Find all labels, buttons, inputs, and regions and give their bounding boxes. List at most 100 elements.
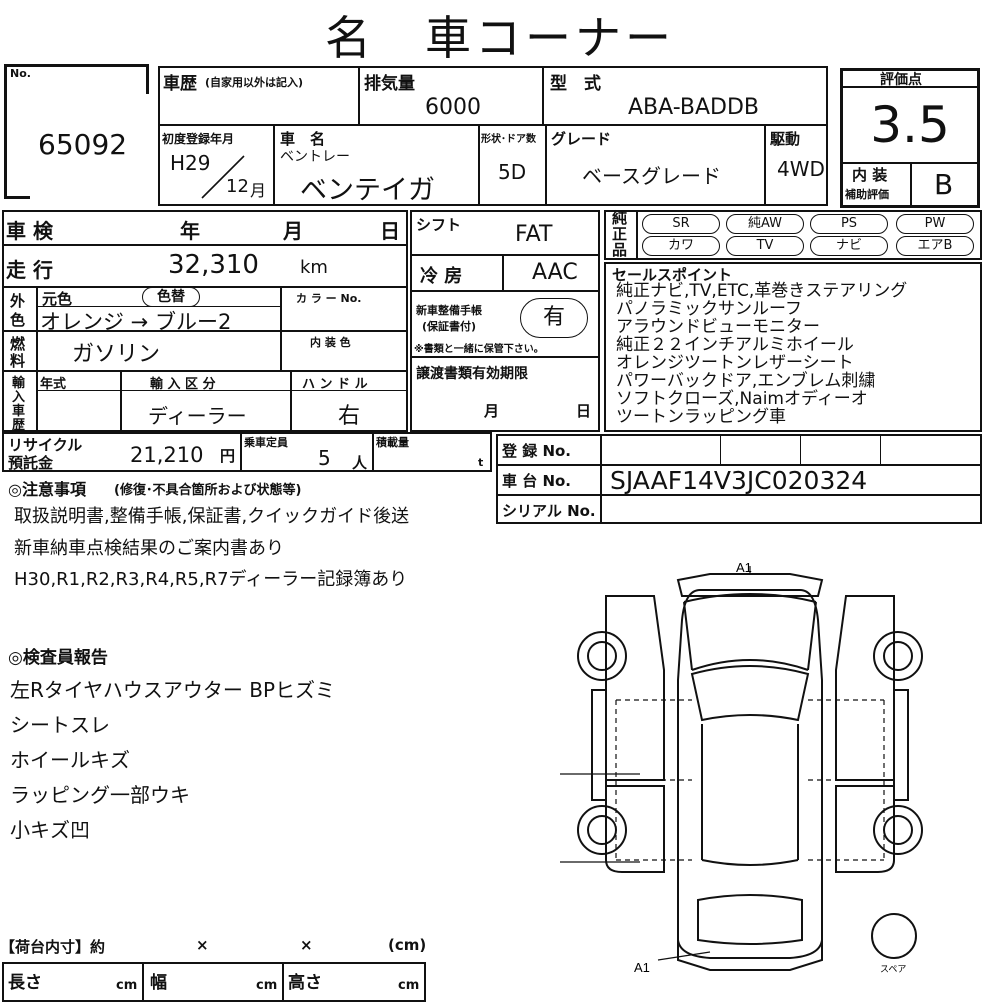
sales-line: ツートンラッピング車 — [616, 407, 786, 427]
displacement-label: 排気量 — [364, 74, 415, 94]
score-label: 評価点 — [880, 72, 922, 88]
inspector-line: ラッピング一部ウキ — [10, 783, 190, 807]
doors-label: 形状･ドア数 — [481, 134, 536, 145]
inspector-line: 左Rタイヤハウスアウター BPヒズミ — [10, 678, 336, 702]
transfer-label: 譲渡書類有効期限 — [416, 366, 528, 382]
chassis-value: SJAAF14V3JC020324 — [610, 466, 868, 495]
interior-label: 内 装 — [852, 166, 888, 184]
grade-label: グレード — [551, 130, 612, 148]
capacity-label: 乗車定員 — [244, 436, 288, 449]
sales-line: アラウンドビューモニター — [616, 317, 820, 337]
orig-color-label: 元色 — [42, 290, 73, 308]
front-bumper — [676, 573, 824, 597]
mileage-label: 走 行 — [6, 258, 53, 282]
cargo-height-label: 高さ — [288, 973, 322, 993]
genuine-item: TV — [726, 236, 804, 256]
header-grid — [158, 66, 828, 206]
recycle-label-2: 預託金 — [8, 454, 54, 472]
car-diagram: A1 W3 W3 A1 スペア — [560, 560, 923, 975]
mark-a1-rear: A1 — [634, 960, 650, 975]
inspector-label: ◎検査員報告 — [8, 648, 108, 668]
lot-number: 65092 — [38, 128, 128, 161]
genuine-item: PW — [896, 214, 974, 234]
cargo-width-label: 幅 — [150, 973, 167, 993]
page-title: 名 車コーナー — [325, 11, 675, 65]
import-label-1: 輸 — [12, 376, 26, 391]
first-reg-month: 12 — [226, 176, 249, 197]
shift-label: シフト — [416, 216, 462, 234]
car-name-sub: ベントレー — [280, 149, 350, 165]
mileage-unit: km — [300, 257, 328, 278]
sales-line: パワーバックドア,エンブレム刺繍 — [616, 371, 876, 391]
inspector-line: シートスレ — [10, 713, 110, 737]
recycle-value: 21,210 — [130, 443, 204, 467]
color-changed-badge: 色替 — [142, 287, 200, 307]
spec-grid — [2, 210, 408, 432]
import-year-label: 年式 — [40, 377, 67, 392]
sales-line: 純正ナビ,TV,ETC,革巻きステアリング — [616, 281, 908, 301]
import-label-4: 歴 — [12, 418, 26, 433]
car-body-outline — [677, 589, 823, 959]
inspector-line: ホイールキズ — [10, 748, 130, 772]
import-label-2: 入 — [12, 390, 26, 405]
sales-label: セールスポイント — [612, 266, 733, 284]
drive-label: 駆動 — [770, 130, 801, 148]
cargo-x1: × — [196, 936, 209, 954]
cargo-length-unit: cm — [116, 978, 138, 993]
model-label: 型 式 — [550, 74, 601, 94]
sales-line: ソフトクローズ,Naimオディーオ — [616, 389, 868, 409]
car-name-value: ベンテイガ — [300, 175, 435, 206]
cargo-length-label: 長さ — [8, 973, 42, 993]
sales-box — [604, 262, 982, 432]
inspector-line: 小キズ凹 — [10, 818, 90, 842]
note-line: H30,R1,R2,R3,R4,R5,R7ディーラー記録簿あり — [14, 569, 408, 590]
registration-label: 登 録 No. — [502, 442, 572, 460]
transfer-month: 月 — [484, 402, 500, 420]
displacement-value: 6000 — [425, 95, 481, 120]
sales-line: 純正２２インチアルミホイール — [616, 335, 854, 355]
color-label-2: 色 — [10, 311, 26, 329]
registration-grid — [496, 434, 982, 524]
shift-value: FAT — [515, 222, 553, 247]
inspection-year: 年 — [180, 219, 200, 243]
first-reg-month-unit: 月 — [250, 181, 267, 200]
spare-label: スペア — [880, 964, 906, 974]
genuine-item: ナビ — [810, 236, 888, 256]
capacity-value: 5 — [318, 446, 331, 470]
interior-sublabel: 補助評価 — [845, 188, 889, 201]
color-value: オレンジ → ブルー2 — [40, 310, 232, 334]
spare-tire — [871, 913, 917, 959]
notes-label: ◎注意事項 — [8, 480, 86, 499]
manual-label-2: (保証書付) — [422, 320, 477, 333]
serial-label: シリアル No. — [502, 502, 596, 520]
color-label-1: 外 — [10, 292, 26, 310]
import-type-label: 輸 入 区 分 — [150, 377, 216, 392]
interior-value: B — [934, 168, 954, 201]
cargo-width-unit: cm — [256, 978, 278, 993]
first-reg-label: 初度登録年月 — [162, 132, 235, 146]
note-line: 新車納車点検結果のご案内書あり — [14, 538, 284, 559]
inspection-month: 月 — [283, 219, 303, 243]
sales-line: パノラミックサンルーフ — [616, 299, 802, 319]
cargo-height-unit: cm — [398, 978, 420, 993]
manual-value: 有 — [520, 298, 588, 338]
model-value: ABA-BADDB — [628, 95, 759, 120]
lot-box: No. 65092 — [2, 64, 149, 199]
sales-line: オレンジツートンレザーシート — [616, 353, 854, 373]
fuel-label-1: 燃 — [10, 335, 26, 353]
genuine-item: 純AW — [726, 214, 804, 234]
inspection-day: 日 — [380, 219, 400, 243]
aircon-value: AAC — [532, 260, 578, 285]
load-unit: t — [478, 456, 484, 469]
inspection-label: 車 検 — [6, 219, 53, 243]
genuine-label: 純正品 — [612, 209, 628, 259]
handle-label: ハ ン ド ル — [302, 377, 368, 392]
history-note: (自家用以外は記入) — [205, 76, 304, 89]
chassis-label: 車 台 No. — [502, 472, 572, 490]
car-name-label: 車 名 — [280, 130, 326, 148]
capacity-unit: 人 — [352, 454, 368, 472]
fuel-value: ガソリン — [72, 342, 161, 367]
cargo-x2: × — [300, 936, 313, 954]
genuine-item: SR — [642, 214, 720, 234]
fuel-label-2: 料 — [10, 352, 26, 370]
